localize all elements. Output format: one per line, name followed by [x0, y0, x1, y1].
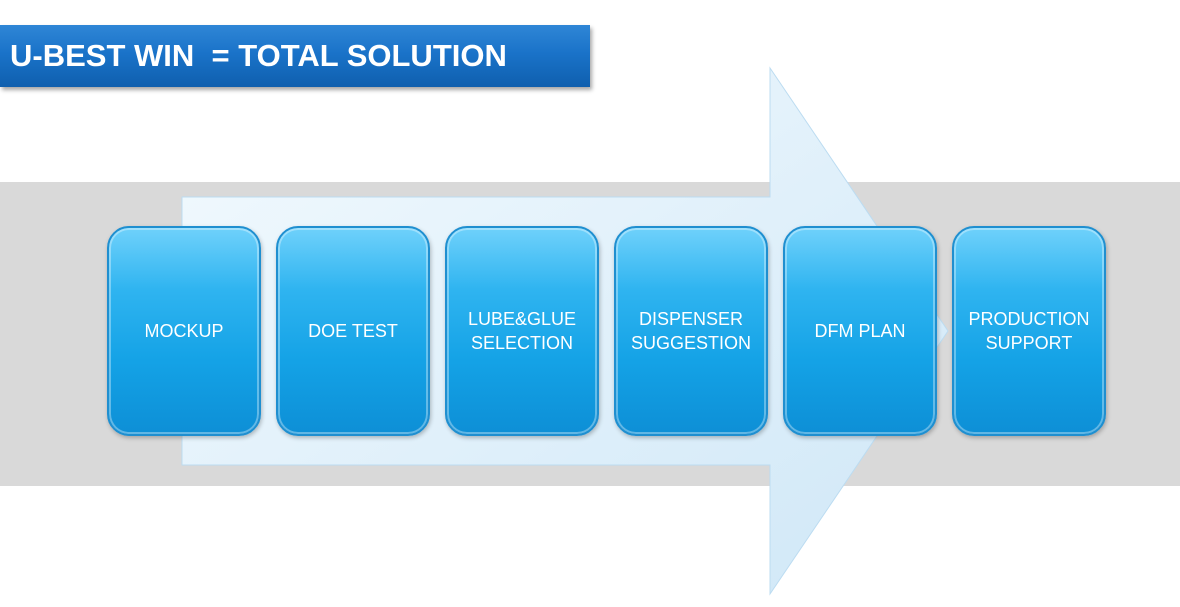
step-label: DOE TEST [308, 321, 398, 341]
step-dispenser-suggestion: DISPENSER SUGGESTION [614, 226, 768, 436]
step-label: MOCKUP [144, 321, 224, 341]
title-banner: U-BEST WIN = TOTAL SOLUTION [0, 25, 590, 87]
step-label: DISPENSER SUGGESTION [630, 309, 751, 353]
step-label: LUBE&GLUE SELECTION [467, 309, 577, 353]
step-production-support: PRODUCTION SUPPORT [952, 226, 1106, 436]
step-label: DFM PLAN [814, 321, 906, 341]
step-lube-glue-selection: LUBE&GLUE SELECTION [445, 226, 599, 436]
step-doe-test: DOE TEST [276, 226, 430, 436]
page-title: U-BEST WIN = TOTAL SOLUTION [10, 38, 507, 73]
step-label: PRODUCTION SUPPORT [968, 309, 1090, 353]
step-mockup: MOCKUP [107, 226, 261, 436]
step-dfm-plan: DFM PLAN [783, 226, 937, 436]
